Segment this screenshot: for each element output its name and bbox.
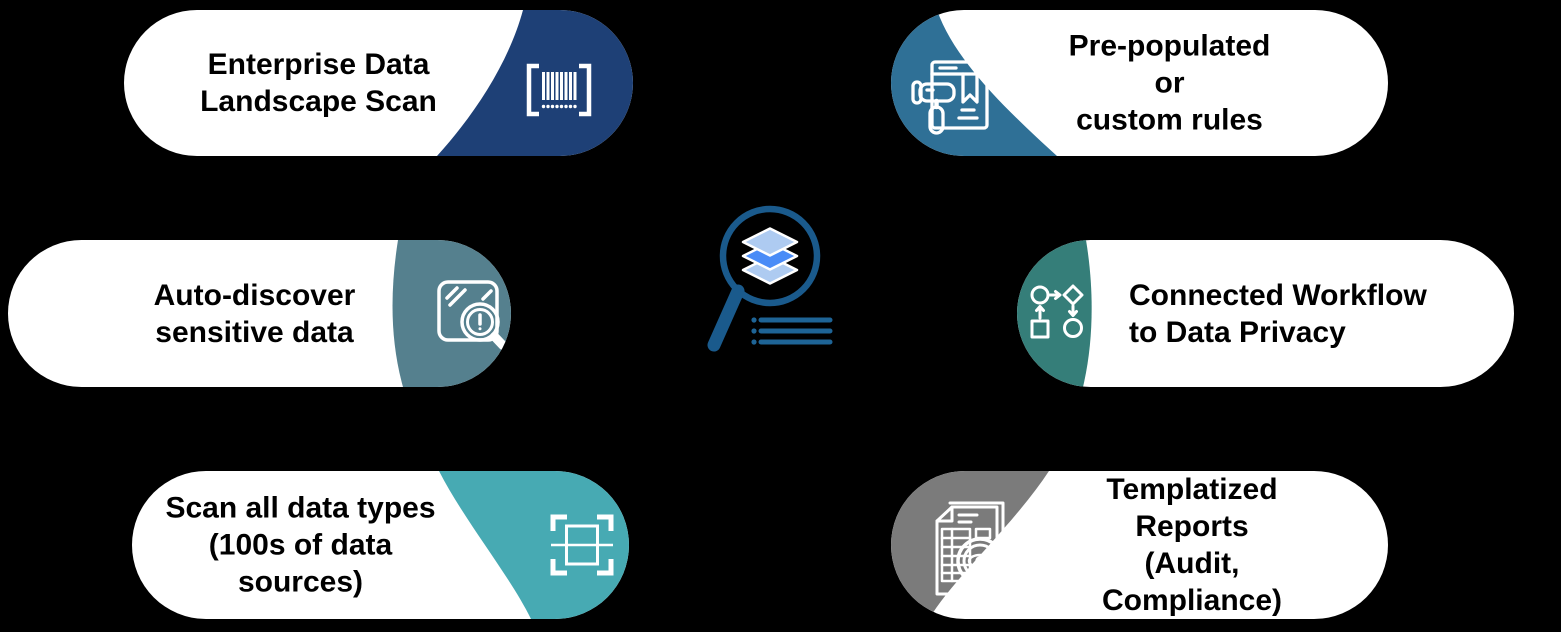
pill-templatized-reports: Templatized Reports (Audit, Compliance)	[891, 471, 1388, 619]
pill-label-line2: (100s of data sources)	[208, 528, 393, 599]
pill-connected-workflow-to-data-privacy: Connected Workflow to Data Privacy	[1017, 240, 1514, 387]
workflow-icon	[1030, 284, 1084, 339]
report-magnifier-icon	[935, 501, 1010, 596]
pill-label-line2: (Audit, Compliance)	[1101, 547, 1283, 617]
accent-blob	[1017, 240, 1092, 387]
result-list	[751, 317, 833, 345]
accent-blob	[437, 10, 633, 156]
pill-label-line1: Templatized Reports	[1106, 473, 1278, 543]
pill-label-line1: Pre-populated or	[1068, 29, 1271, 100]
pill-label: Enterprise Data Landscape Scan	[164, 46, 473, 120]
pill-label-line2: custom rules	[1076, 103, 1263, 137]
magnifier-ring	[719, 205, 821, 307]
pill-label: Connected Workflow to Data Privacy	[1129, 277, 1494, 351]
pill-label-line1: Scan all data types	[165, 491, 436, 525]
pill-label-line2: Landscape Scan	[200, 85, 437, 118]
pill-label-line1: Enterprise Data	[207, 48, 430, 81]
pill-pre-populated-or-custom-rules: Pre-populated or custom rules	[891, 10, 1388, 156]
barcode-scan-icon	[526, 63, 592, 117]
pill-label-line2: sensitive data	[155, 315, 354, 349]
pill-label: Auto-discover sensitive data	[108, 277, 401, 351]
pill-auto-discover-sensitive-data: Auto-discover sensitive data	[8, 240, 511, 387]
pill-label-line1: Connected Workflow	[1129, 278, 1427, 312]
pill-label: Scan all data types (100s of data source…	[147, 490, 454, 601]
pill-scan-all-data-types: Scan all data types (100s of data source…	[132, 471, 629, 619]
data-layers	[741, 227, 799, 285]
screen-alert-magnifier-icon	[437, 280, 508, 350]
pill-label-line2: to Data Privacy	[1129, 315, 1346, 349]
magnifier-handle	[707, 284, 745, 352]
accent-blob	[439, 471, 629, 619]
pill-label: Pre-populated or custom rules	[1066, 28, 1273, 139]
scan-frame-icon	[550, 514, 614, 576]
gavel-rulebook-icon	[911, 60, 989, 135]
pill-label: Templatized Reports (Audit, Compliance)	[1071, 471, 1313, 619]
pill-label-line1: Auto-discover	[153, 278, 356, 312]
accent-blob	[392, 240, 511, 387]
pill-enterprise-data-landscape-scan: Enterprise Data Landscape Scan	[124, 10, 633, 156]
magnifier-layers-icon	[707, 205, 833, 352]
